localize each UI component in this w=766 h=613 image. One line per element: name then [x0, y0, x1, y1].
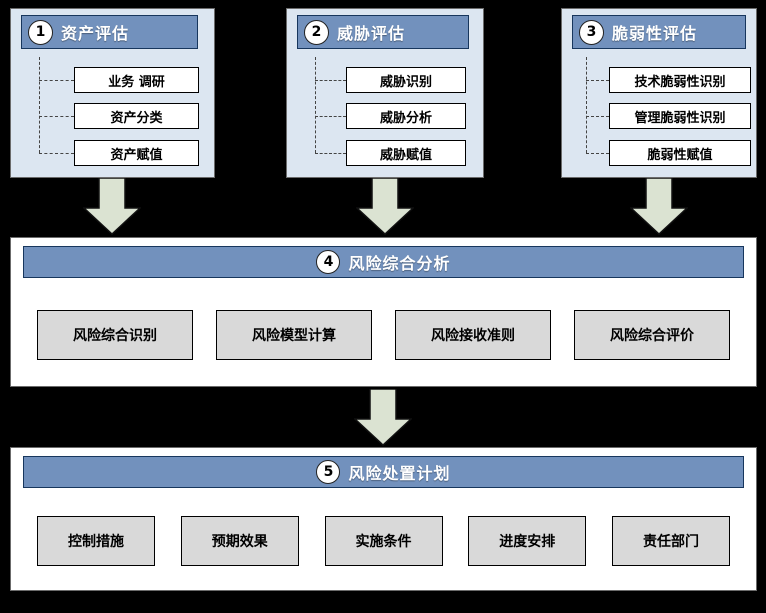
sub-step-box: 威胁赋值	[346, 140, 466, 166]
step-number: 5	[323, 464, 334, 480]
panel-header-risk-analysis: 4 风险综合分析	[23, 246, 744, 278]
sub-step-box: 威胁分析	[346, 103, 466, 129]
connector-line	[315, 80, 346, 81]
down-arrow-icon	[630, 178, 688, 235]
analysis-boxes-row: 风险综合识别 风险模型计算 风险接收准则 风险综合评价	[11, 310, 756, 360]
sub-step-box: 资产赋值	[74, 140, 199, 166]
sub-step-box: 脆弱性赋值	[609, 140, 751, 166]
analysis-box: 风险模型计算	[216, 310, 372, 360]
step-number-badge: 2	[304, 19, 329, 45]
connector-line	[586, 57, 587, 153]
panel-vulnerability-assessment: 3 脆弱性评估 技术脆弱性识别 管理脆弱性识别 脆弱性赋值	[561, 8, 757, 178]
sub-step-box: 管理脆弱性识别	[609, 103, 751, 129]
down-arrow-icon	[356, 178, 414, 235]
connector-line	[315, 153, 346, 154]
panel-title: 风险处置计划	[348, 464, 451, 483]
step-number: 4	[323, 254, 334, 270]
panel-threat-assessment: 2 威胁评估 威胁识别 威胁分析 威胁赋值	[286, 8, 484, 178]
panel-title: 脆弱性评估	[612, 24, 698, 43]
down-arrow-icon	[354, 389, 412, 446]
analysis-box: 风险综合识别	[37, 310, 193, 360]
treatment-box: 控制措施	[37, 516, 155, 566]
panel-title: 风险综合分析	[348, 254, 451, 273]
step-number-badge: 5	[316, 460, 341, 484]
step-number-badge: 1	[28, 19, 53, 45]
panel-header-threat: 2 威胁评估	[297, 15, 469, 49]
treatment-box: 预期效果	[180, 516, 299, 566]
treatment-box: 实施条件	[324, 516, 443, 566]
connector-line	[586, 80, 609, 81]
connector-line	[39, 116, 74, 117]
connector-line	[39, 153, 74, 154]
step-number-badge: 4	[316, 250, 341, 274]
connector-line	[586, 153, 609, 154]
down-arrow-icon	[83, 178, 141, 235]
analysis-box: 风险综合评价	[574, 310, 730, 360]
treatment-box: 责任部门	[612, 516, 730, 566]
step-number: 3	[586, 24, 597, 40]
connector-line	[315, 57, 316, 153]
panel-asset-assessment: 1 资产评估 业务 调研 资产分类 资产赋值	[10, 8, 215, 178]
panel-title: 资产评估	[61, 24, 130, 43]
panel-title: 威胁评估	[337, 24, 406, 43]
treatment-box: 进度安排	[468, 516, 587, 566]
panel-risk-analysis: 4 风险综合分析 风险综合识别 风险模型计算 风险接收准则 风险综合评价	[10, 237, 757, 387]
panel-header-risk-treatment: 5 风险处置计划	[23, 456, 744, 488]
panel-header-vulnerability: 3 脆弱性评估	[572, 15, 746, 49]
connector-line	[39, 80, 74, 81]
step-number-badge: 3	[579, 19, 604, 45]
panel-header-asset: 1 资产评估	[21, 15, 198, 49]
panel-risk-treatment: 5 风险处置计划 控制措施 预期效果 实施条件 进度安排 责任部门	[10, 447, 757, 591]
connector-line	[586, 116, 609, 117]
sub-step-box: 技术脆弱性识别	[609, 67, 751, 93]
sub-step-box: 资产分类	[74, 103, 199, 129]
treatment-boxes-row: 控制措施 预期效果 实施条件 进度安排 责任部门	[11, 516, 756, 566]
sub-step-box: 威胁识别	[346, 67, 466, 93]
step-number: 2	[311, 24, 322, 40]
step-number: 1	[35, 24, 46, 40]
connector-line	[315, 116, 346, 117]
sub-step-box: 业务 调研	[74, 67, 199, 93]
connector-line	[39, 57, 40, 153]
analysis-box: 风险接收准则	[395, 310, 551, 360]
